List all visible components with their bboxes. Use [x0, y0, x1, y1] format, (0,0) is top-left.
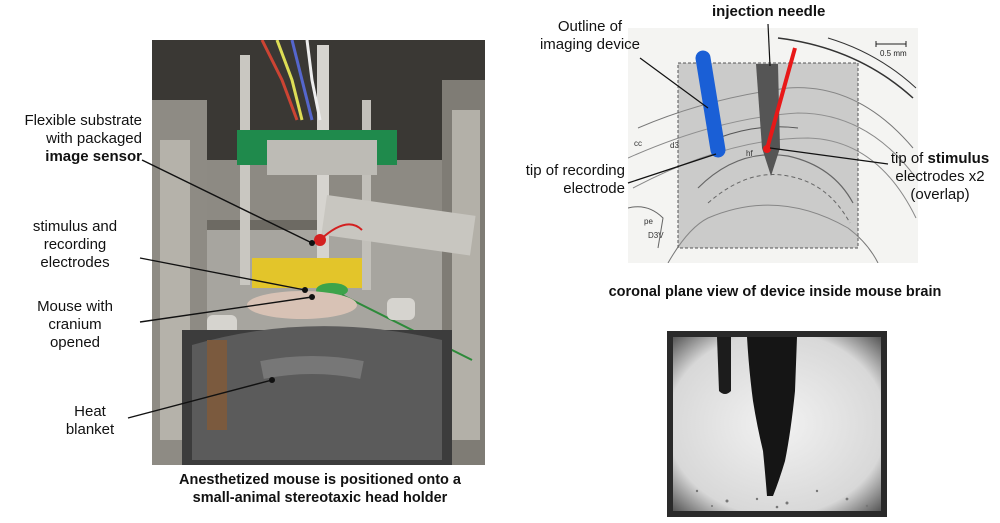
stimulus-tip-label: tip of stimulus electrodes x2 (overlap)	[890, 150, 990, 203]
needle-label: injection needle	[712, 3, 826, 20]
atlas-label-d3v: D3V	[648, 231, 664, 240]
brain-caption: coronal plane view of device inside mous…	[608, 284, 942, 300]
atlas-label-d3: d3	[670, 141, 679, 150]
sensor-micrograph	[667, 331, 887, 517]
electrodes-label: stimulus and recording electrodes	[32, 218, 118, 271]
atlas-label-hf: hf	[746, 149, 753, 158]
substrate-label: Flexible substrate with packaged image s…	[24, 112, 142, 165]
atlas-label-pe: pe	[644, 217, 653, 226]
photo-caption: Anesthetized mouse is positioned onto a …	[179, 472, 461, 506]
outline-label: Outline of imaging device	[539, 18, 641, 53]
atlas-label-cc: cc	[634, 139, 642, 148]
mouse-label: Mouse with cranium opened	[37, 298, 113, 351]
blanket-label: Heat blanket	[65, 403, 115, 438]
scale-bar-label: 0.5 mm	[880, 49, 907, 58]
recording-tip-label: tip of recording electrode	[525, 162, 625, 197]
